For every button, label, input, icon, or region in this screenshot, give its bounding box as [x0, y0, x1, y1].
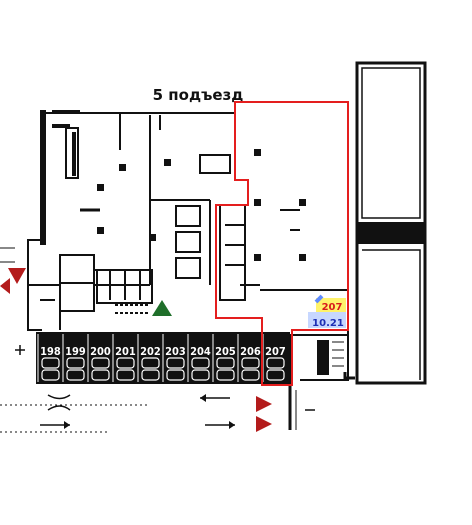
car-icon [116, 357, 135, 369]
parking-space[interactable]: 203 [162, 334, 186, 382]
selected-unit-boundary [215, 101, 349, 386]
car-icon [141, 369, 160, 381]
car-icon [266, 357, 285, 369]
parking-space[interactable]: 206 [237, 334, 261, 382]
unit-number: 207 [322, 302, 343, 313]
building-walls [0, 101, 349, 433]
entrance-title: 5 подъезд [153, 86, 244, 104]
car-icon [166, 369, 185, 381]
parking-space[interactable]: 198 [37, 334, 61, 382]
car-icon [166, 357, 185, 369]
car-icon [41, 369, 60, 381]
parking-space[interactable]: 205 [212, 334, 236, 382]
car-icon [216, 369, 235, 381]
car-icon [241, 357, 260, 369]
unit-marker[interactable]: 207 10.21 [308, 294, 346, 329]
green-entry-arrow [152, 300, 172, 316]
car-icon [191, 369, 210, 381]
parking-row: 198 199 200 201 202 203 204 205 206 207 [36, 332, 290, 384]
car-icon [91, 369, 110, 381]
parking-space-number: 202 [140, 345, 161, 358]
parking-space[interactable]: 199 [62, 334, 86, 382]
parking-space-number: 203 [165, 345, 186, 358]
car-icon [191, 357, 210, 369]
red-entry-arrow-left [0, 268, 26, 294]
unit-area: 10.21 [312, 318, 344, 329]
car-icon [66, 357, 85, 369]
car-icon [266, 369, 285, 381]
car-icon [41, 357, 60, 369]
parking-space-number: 205 [215, 345, 236, 358]
car-icon [66, 369, 85, 381]
parking-space-number: 198 [40, 345, 61, 358]
car-icon [116, 369, 135, 381]
adjacent-building [343, 61, 427, 385]
parking-space-number: 206 [240, 345, 261, 358]
parking-space-number: 207 [265, 345, 286, 358]
traffic-arrows [15, 345, 315, 429]
parking-space-number: 201 [115, 345, 136, 358]
parking-space-number: 200 [90, 345, 111, 358]
parking-space-number: 204 [190, 345, 211, 358]
car-icon [141, 357, 160, 369]
parking-space[interactable]: 204 [187, 334, 211, 382]
parking-space[interactable]: 200 [87, 334, 111, 382]
parking-space[interactable]: 201 [112, 334, 136, 382]
parking-spaces: 198 199 200 201 202 203 204 205 206 207 [37, 334, 286, 382]
car-icon [216, 357, 235, 369]
parking-space-number: 199 [65, 345, 86, 358]
car-icon [241, 369, 260, 381]
car-icon [91, 357, 110, 369]
parking-space[interactable]: 202 [137, 334, 161, 382]
red-exit-arrows [256, 396, 272, 432]
